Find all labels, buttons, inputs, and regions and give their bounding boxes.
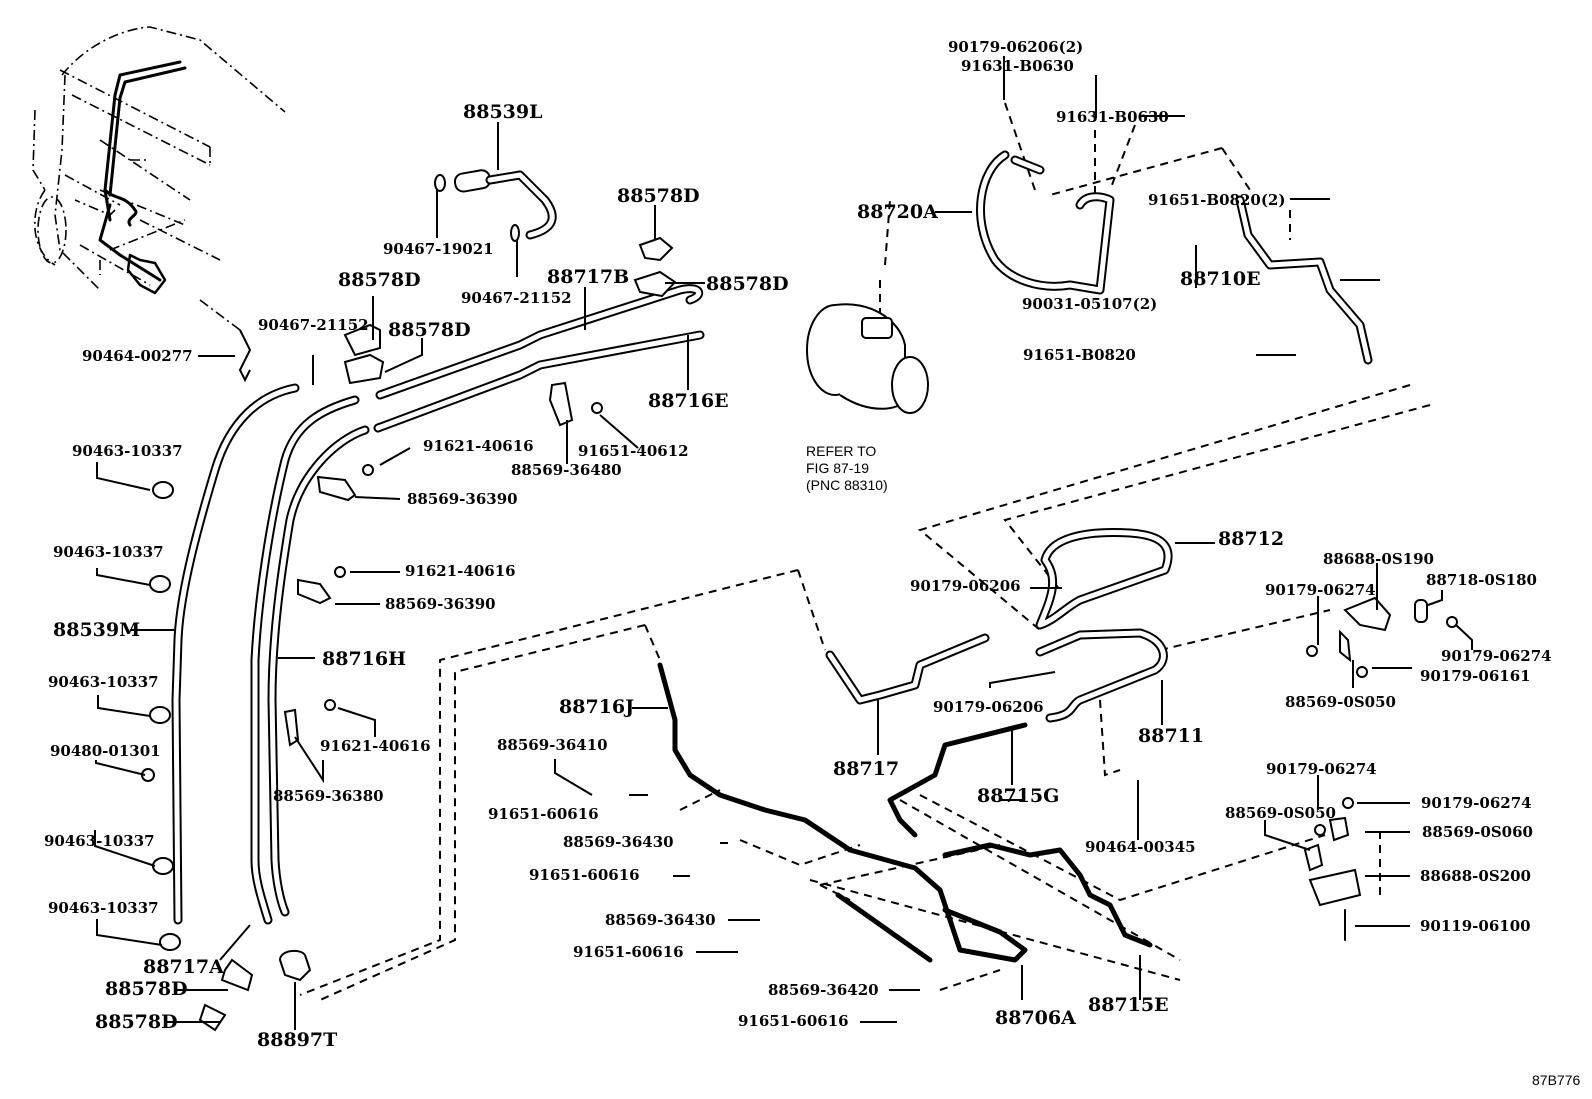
label-88569-36430-2: 88569-36430 <box>605 911 716 929</box>
label-88578D-mid: 88578D <box>338 269 421 291</box>
tube-88716J-drawing <box>657 662 1028 963</box>
label-88569-0S050-2: 88569-0S050 <box>1225 804 1336 822</box>
label-91651-40612: 91651-40612 <box>578 442 689 460</box>
label-88717B: 88717B <box>547 266 630 288</box>
label-90179-06206-x2: 90179-06206(2) <box>948 38 1084 56</box>
label-90179-06274-4: 90179-06274 <box>1421 794 1532 812</box>
vehicle-outline <box>32 26 286 331</box>
label-90464-00277: 90464-00277 <box>82 347 193 365</box>
label-91651-60616-4: 91651-60616 <box>738 1012 849 1030</box>
label-88569-0S060: 88569-0S060 <box>1422 823 1533 841</box>
label-88706A: 88706A <box>995 1007 1076 1029</box>
label-88718-0S180: 88718-0S180 <box>1426 571 1537 589</box>
label-90031-05107-x2: 90031-05107(2) <box>1022 295 1158 313</box>
label-91621-40616-3: 91621-40616 <box>320 737 431 755</box>
label-90480-01301: 90480-01301 <box>50 742 161 760</box>
label-88539M: 88539M <box>53 619 141 641</box>
refer-note-line-3: (PNC 88310) <box>806 477 888 493</box>
label-91651-60616-2: 91651-60616 <box>529 866 640 884</box>
label-88569-36480: 88569-36480 <box>511 461 622 479</box>
label-90467-19021: 90467-19021 <box>383 240 494 258</box>
tube-88711-drawing <box>1035 628 1168 723</box>
label-88578D-lower: 88578D <box>388 319 471 341</box>
label-88569-36430-1: 88569-36430 <box>563 833 674 851</box>
tube-88539M-drawing <box>171 383 300 925</box>
tube-88717-drawing <box>825 633 990 705</box>
hose-88720A-drawing <box>976 150 1115 295</box>
leader-lines <box>94 56 1473 1030</box>
label-88578D-right: 88578D <box>706 273 789 295</box>
tube-88717B-drawing <box>373 284 705 433</box>
label-88578D-bottom-2: 88578D <box>95 1011 178 1033</box>
label-88720A: 88720A <box>857 201 938 223</box>
label-91621-40616-2: 91621-40616 <box>405 562 516 580</box>
figure-id: 87B776 <box>1532 1072 1581 1088</box>
label-90179-06274-3: 90179-06274 <box>1266 760 1377 778</box>
label-90179-06206-1: 90179-06206 <box>910 577 1021 595</box>
label-91651-60616-3: 91651-60616 <box>573 943 684 961</box>
label-88688-0S200: 88688-0S200 <box>1420 867 1531 885</box>
brackets-right <box>1303 596 1458 941</box>
label-88569-36390-1: 88569-36390 <box>407 490 518 508</box>
label-88715G: 88715G <box>977 785 1060 807</box>
label-90119-06100: 90119-06100 <box>1420 917 1531 935</box>
label-88569-0S050-1: 88569-0S050 <box>1285 693 1396 711</box>
tube-88715G-drawing <box>887 722 1028 838</box>
label-91651-60616-1: 91651-60616 <box>488 805 599 823</box>
label-88715E: 88715E <box>1088 994 1169 1016</box>
label-88569-36380: 88569-36380 <box>273 787 384 805</box>
label-88569-36420: 88569-36420 <box>768 981 879 999</box>
label-90467-21152-mid: 90467-21152 <box>258 316 369 334</box>
label-90463-10337-5: 90463-10337 <box>48 899 159 917</box>
label-88716H: 88716H <box>322 648 407 670</box>
label-88717A: 88717A <box>143 956 224 978</box>
label-88717: 88717 <box>833 758 900 780</box>
label-88569-36390-2: 88569-36390 <box>385 595 496 613</box>
label-88578D-bottom-1: 88578D <box>105 978 188 1000</box>
label-90467-21152-top: 90467-21152 <box>461 289 572 307</box>
label-91651-B0820: 91651-B0820 <box>1023 346 1136 364</box>
clamps-left <box>141 329 312 1032</box>
label-88716J: 88716J <box>559 696 635 718</box>
pads-88578D-drawing <box>343 236 677 385</box>
label-88569-36410: 88569-36410 <box>497 736 608 754</box>
refer-note-line-1: REFER TO <box>806 443 877 459</box>
refer-note: REFER TO FIG 87-19 (PNC 88310) <box>806 443 888 494</box>
label-88712: 88712 <box>1218 528 1285 550</box>
label-90179-06161: 90179-06161 <box>1420 667 1531 685</box>
tube-88712-drawing <box>1035 528 1173 630</box>
tube-88716H-drawing <box>250 395 370 925</box>
dashed-routing <box>299 102 1431 1001</box>
label-88897T: 88897T <box>257 1029 338 1051</box>
label-88711: 88711 <box>1138 725 1205 747</box>
label-91631-B0630-1: 91631-B0630 <box>961 57 1074 75</box>
label-90464-00345: 90464-00345 <box>1085 838 1196 856</box>
label-88688-0S190: 88688-0S190 <box>1323 550 1434 568</box>
label-88539L: 88539L <box>463 101 543 123</box>
label-91651-B0820-x2: 91651-B0820(2) <box>1148 191 1286 209</box>
refer-note-line-2: FIG 87-19 <box>806 460 870 476</box>
label-88710E: 88710E <box>1180 268 1261 290</box>
compressor-drawing <box>806 303 929 414</box>
label-90463-10337-2: 90463-10337 <box>53 543 164 561</box>
label-90463-10337-3: 90463-10337 <box>48 673 159 691</box>
tube-88710E-drawing <box>1235 195 1373 365</box>
label-90179-06274-2: 90179-06274 <box>1441 647 1552 665</box>
label-88716E: 88716E <box>648 390 729 412</box>
label-88578D-top: 88578D <box>617 185 700 207</box>
label-90463-10337-4: 90463-10337 <box>44 832 155 850</box>
label-90463-10337-1: 90463-10337 <box>72 442 183 460</box>
label-91621-40616-1: 91621-40616 <box>423 437 534 455</box>
tube-88715E-drawing <box>942 842 1153 948</box>
hose-88539L-drawing <box>434 169 557 242</box>
label-91631-B0630-2: 91631-B0630 <box>1056 108 1169 126</box>
label-90179-06206-2: 90179-06206 <box>933 698 1044 716</box>
label-90179-06274-1: 90179-06274 <box>1265 581 1376 599</box>
